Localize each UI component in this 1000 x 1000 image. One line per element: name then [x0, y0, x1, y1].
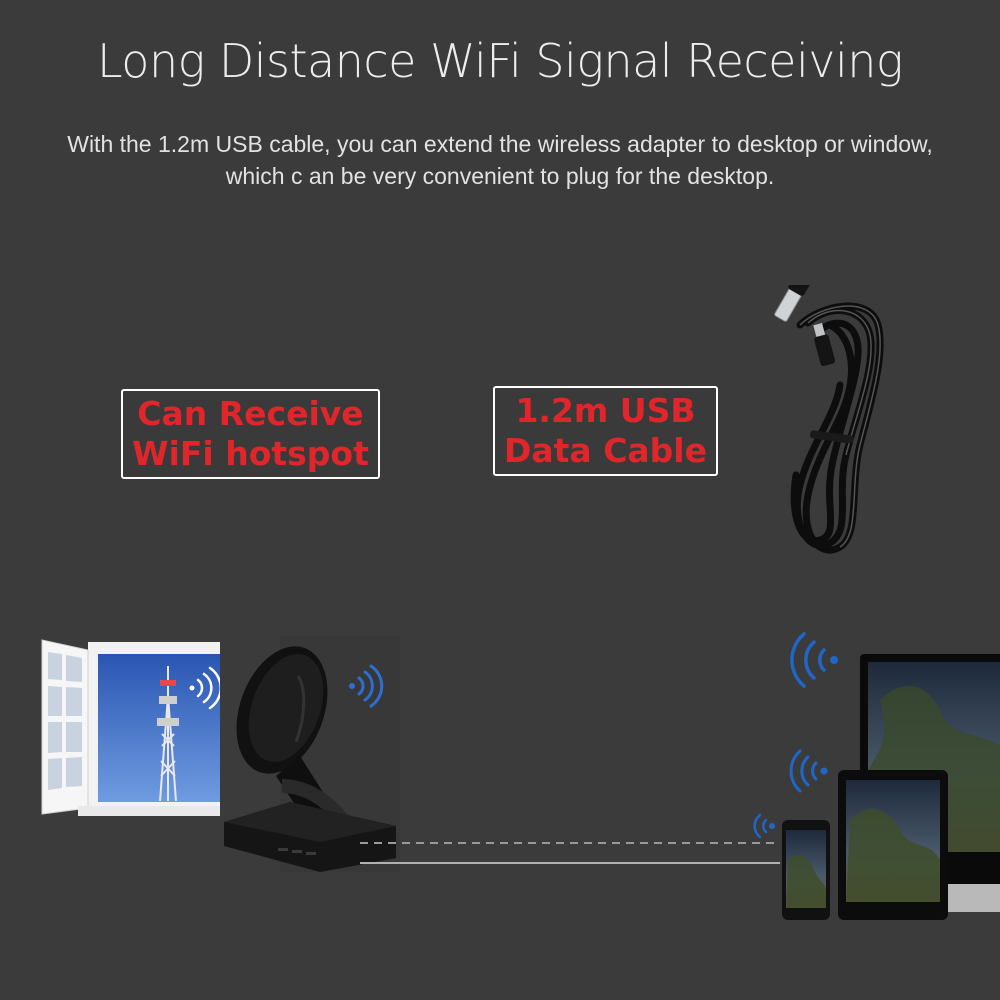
usb-cable-image: [774, 285, 884, 554]
signal-icon-top: [790, 632, 838, 688]
connection-lines: [360, 842, 780, 864]
badge-cable-line-2: Data Cable: [504, 431, 707, 470]
open-window-with-cell-tower: [41, 637, 287, 816]
badge-hotspot-line-1: Can Receive: [137, 394, 364, 433]
page-subtitle: With the 1.2m USB cable, you can extend …: [40, 128, 960, 192]
badge-hotspot-line-2: WiFi hotspot: [132, 434, 369, 473]
page-title: Long Distance WiFi Signal Receiving: [96, 34, 904, 88]
badge-receive-wifi-hotspot: Can Receive WiFi hotspot: [121, 389, 380, 479]
devices-illustration: [753, 632, 1000, 920]
subtitle-line-1: With the 1.2m USB cable, you can extend …: [67, 131, 933, 157]
badge-cable-line-1: 1.2m USB: [515, 391, 696, 430]
badge-usb-data-cable: 1.2m USB Data Cable: [493, 386, 718, 476]
subtitle-line-2: which c an be very convenient to plug fo…: [225, 163, 775, 189]
wifi-adapter-with-dish-antenna: [220, 636, 400, 872]
